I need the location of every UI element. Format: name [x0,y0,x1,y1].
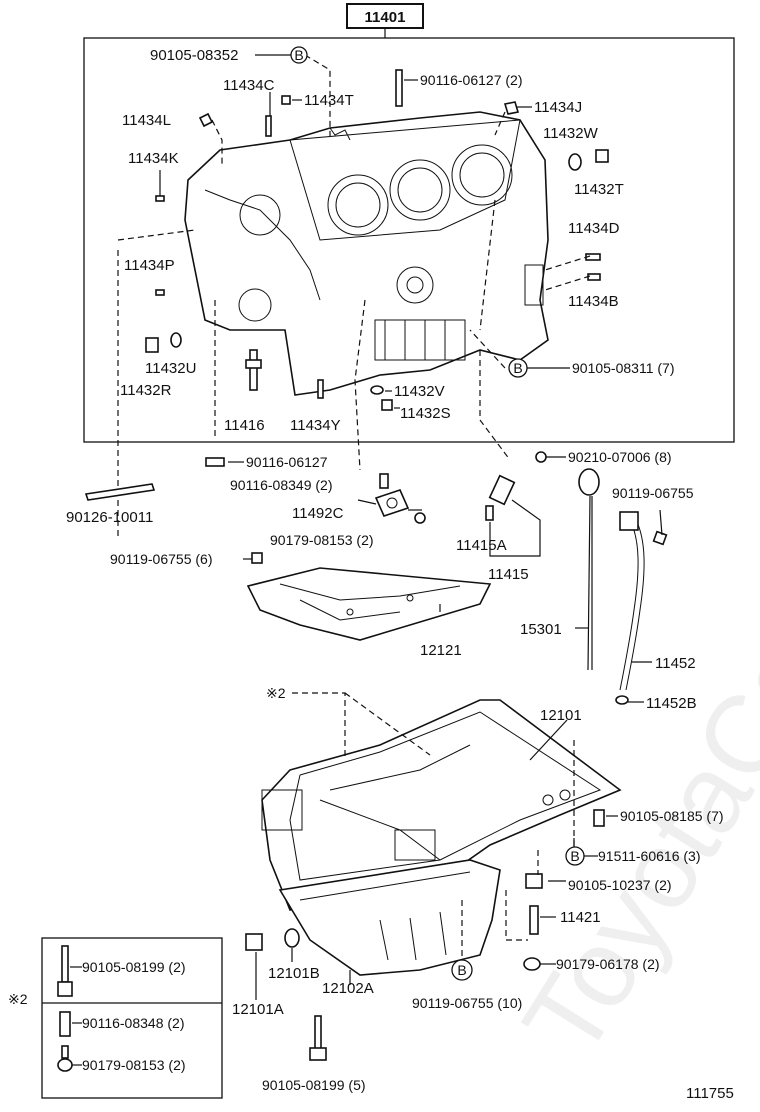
label-11432U[interactable]: 11432U [145,360,196,377]
note-2-inset-marker: ※2 [8,991,28,1007]
label-11452[interactable]: 11452 [655,655,696,672]
label-11415A[interactable]: 11415A [456,537,507,554]
label-12102A[interactable]: 12102A [322,980,374,997]
label-12101A[interactable]: 12101A [232,1001,284,1018]
label-90105-08311-7[interactable]: 90105-08311 (7) [572,360,674,376]
cylinder-block[interactable] [184,111,549,396]
label-12101[interactable]: 12101 [540,707,582,724]
label-11432W[interactable]: 11432W [543,125,599,142]
oil-pan-lower[interactable] [278,859,501,976]
label-11434D[interactable]: 11434D [568,220,620,237]
label-90105-08185-7[interactable]: 90105-08185 (7) [620,808,724,824]
label-11434B[interactable]: 11434B [568,293,619,310]
label-11452B[interactable]: 11452B [646,695,697,712]
callout-b-pan-bottom: B [451,959,473,981]
label-90105-08199-2[interactable]: 90105-08199 (2) [82,959,186,975]
label-12101B[interactable]: 12101B [268,965,320,982]
label-90116-06127[interactable]: 90116-06127 [246,454,328,470]
label-12121[interactable]: 12121 [420,642,462,659]
label-90105-08352[interactable]: 90105-08352 [150,47,238,64]
leader-lines-block [117,54,591,540]
label-90119-06755-10[interactable]: 90119-06755 (10) [412,995,522,1011]
label-11432V[interactable]: 11432V [394,383,445,400]
label-11432R[interactable]: 11432R [120,382,172,399]
svg-text:B: B [570,848,579,864]
baffle-plate[interactable] [246,567,492,641]
label-11415[interactable]: 11415 [488,566,529,583]
note-2-marker: ※2 [266,685,286,701]
callout-b-top: B [290,46,308,64]
label-90105-08199-5[interactable]: 90105-08199 (5) [262,1077,366,1093]
oil-pan-small-parts [245,809,605,1061]
label-11492C[interactable]: 11492C [292,505,344,522]
label-90119-06755[interactable]: 90119-06755 [612,485,694,501]
label-90105-10237-2[interactable]: 90105-10237 (2) [568,877,672,893]
note-2-inset-box [41,937,223,1099]
label-11434J[interactable]: 11434J [534,99,582,116]
label-11432S[interactable]: 11432S [400,405,451,422]
svg-text:B: B [513,360,522,376]
cylinder-block-frame [83,37,735,443]
label-90116-08349-2[interactable]: 90116-08349 (2) [230,477,332,493]
label-90119-06755-6[interactable]: 90119-06755 (6) [110,551,212,567]
label-11432T[interactable]: 11432T [574,181,624,198]
callout-b-right: B [508,358,528,378]
dipstick[interactable] [578,468,600,671]
label-90126-10011[interactable]: 90126-10011 [66,509,153,526]
label-11434L[interactable]: 11434L [122,112,171,129]
callout-b-pan-right: B [565,846,585,866]
label-90179-08153-2[interactable]: 90179-08153 (2) [270,532,374,548]
label-11434Y[interactable]: 11434Y [290,417,341,434]
label-11434T[interactable]: 11434T [304,92,354,109]
leader-lines-middle [243,499,663,703]
label-90179-08153-2b[interactable]: 90179-08153 (2) [82,1057,186,1073]
label-91511-60616-3[interactable]: 91511-60616 (3) [598,848,700,864]
label-90116-08348-2[interactable]: 90116-08348 (2) [82,1015,184,1031]
label-90179-06178-2[interactable]: 90179-06178 (2) [556,956,660,972]
small-parts-top [145,69,609,411]
diagram-id: 111755 [686,1085,734,1102]
label-11421[interactable]: 11421 [560,909,601,926]
middle-small-parts [84,451,668,564]
svg-text:B: B [457,962,466,978]
label-15301[interactable]: 15301 [520,621,562,638]
label-90116-06127-2[interactable]: 90116-06127 (2) [420,72,522,88]
label-11416[interactable]: 11416 [224,417,265,434]
label-11434C[interactable]: 11434C [223,77,275,94]
label-90210-07006-8[interactable]: 90210-07006 (8) [568,449,672,465]
label-11434P[interactable]: 11434P [124,257,175,274]
main-part-number[interactable]: 11401 [365,9,406,26]
main-part-box [346,3,424,29]
oil-pan-upper[interactable] [261,699,622,911]
dipstick-guide[interactable] [615,511,645,705]
leader-lines-pan [255,692,618,1000]
label-11434K[interactable]: 11434K [128,150,179,167]
svg-text:B: B [294,47,303,63]
